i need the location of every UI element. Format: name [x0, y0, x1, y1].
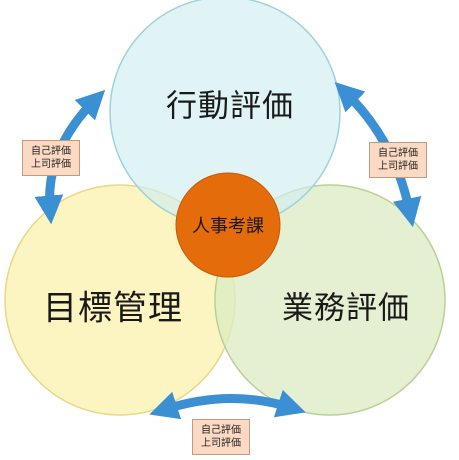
evaluation-badge-left: 自己評価 上司評価 [22, 140, 80, 176]
work-evaluation-label: 業務評価 [282, 290, 410, 327]
goal-management-label: 目標管理 [43, 288, 183, 329]
evaluation-badge-bottom: 自己評価 上司評価 [192, 419, 250, 455]
badge-line-supervisor: 上司評価 [31, 159, 71, 170]
badge-line-supervisor: 上司評価 [378, 161, 418, 172]
badge-line-self: 自己評価 [31, 146, 71, 157]
badge-line-self: 自己評価 [201, 425, 241, 436]
evaluation-badge-right: 自己評価 上司評価 [369, 142, 427, 178]
badge-line-self: 自己評価 [378, 148, 418, 159]
arrow-bottom [149, 389, 306, 420]
hr-evaluation-label: 人事考課 [192, 216, 264, 237]
center-circle [175, 172, 281, 278]
action-evaluation-label: 行動評価 [166, 88, 294, 125]
badge-line-supervisor: 上司評価 [201, 438, 241, 449]
